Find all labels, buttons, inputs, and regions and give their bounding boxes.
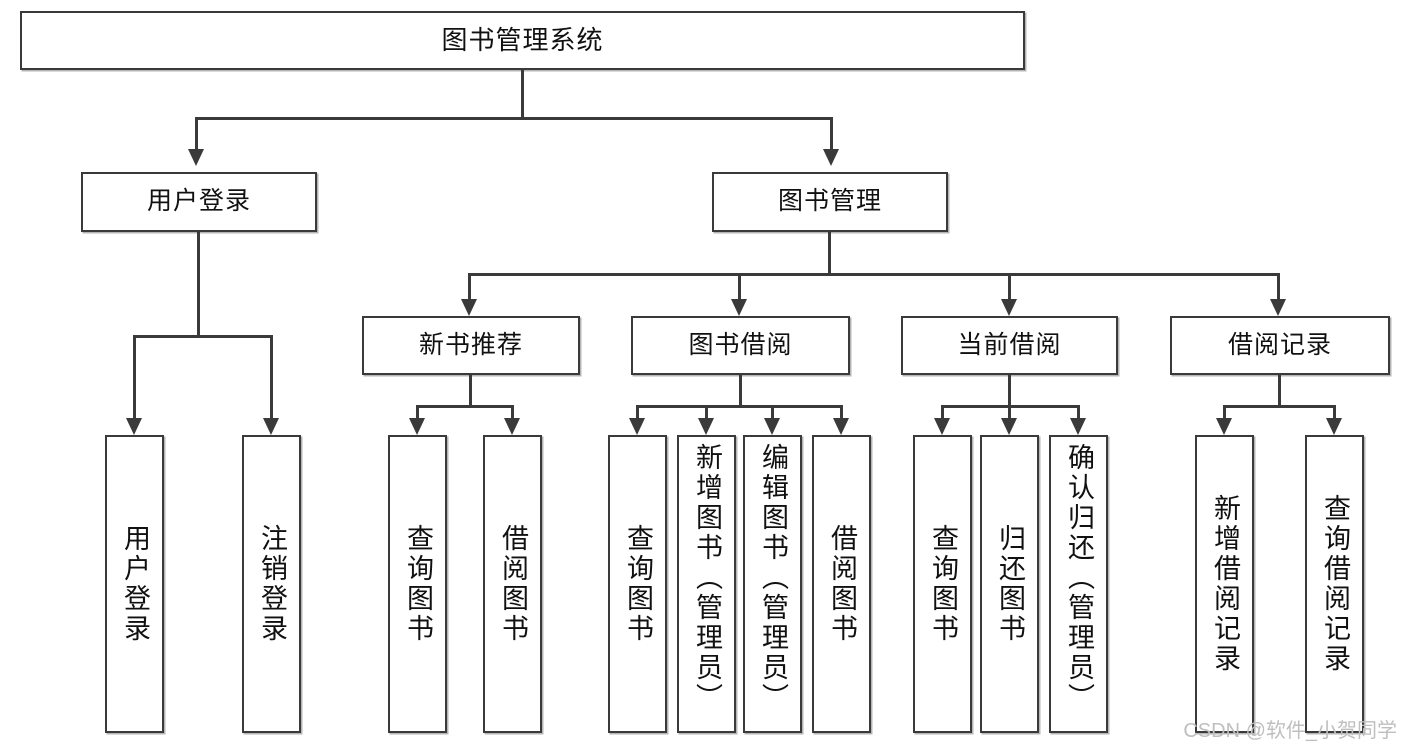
node-label: 确认归还（管理员） [1064, 443, 1094, 713]
node-new-book-recommend[interactable]: 新书推荐 [362, 316, 580, 375]
arrowhead-bb-leaf-2 [698, 418, 714, 435]
node-label: 图书借阅 [688, 330, 793, 359]
arrowhead-cb-leaf-1 [934, 418, 950, 435]
arrowhead-book-borrow [731, 299, 747, 316]
node-label: 查询图书 [928, 524, 958, 644]
connector-cb-child-3 [1077, 405, 1080, 418]
leaf-bb-add-book-admin[interactable]: 新增图书（管理员） [677, 435, 736, 733]
leaf-bb-borrow-book[interactable]: 借阅图书 [812, 435, 871, 733]
connector-bb-child-3 [771, 405, 774, 418]
connector-new-book-bus [416, 405, 514, 408]
arrowhead-cb-leaf-3 [1070, 418, 1086, 435]
connector-bb-child-1 [636, 405, 639, 418]
arrowhead-nb-leaf-1 [409, 418, 425, 435]
node-label: 编辑图书（管理员） [758, 443, 788, 713]
connector-user-login-bus [133, 335, 270, 338]
node-book-manage[interactable]: 图书管理 [712, 172, 948, 232]
node-label: 当前借阅 [957, 330, 1062, 359]
node-current-borrow[interactable]: 当前借阅 [901, 316, 1118, 375]
leaf-logout[interactable]: 注销登录 [242, 435, 301, 733]
connector-br-child-1 [1223, 405, 1226, 418]
arrowhead-leaf-user-login [126, 418, 142, 435]
node-label: 查询图书 [403, 524, 433, 644]
connector-user-login-child-2 [270, 335, 273, 418]
node-label: 注销登录 [257, 524, 287, 644]
connector-borrow-record-stem [1278, 375, 1281, 405]
node-root-system[interactable]: 图书管理系统 [20, 11, 1025, 70]
arrowhead-nb-leaf-2 [504, 418, 520, 435]
node-label: 查询借阅记录 [1320, 494, 1350, 674]
connector-to-book-manage [830, 117, 833, 149]
leaf-bb-query-book[interactable]: 查询图书 [608, 435, 667, 733]
arrowhead-current-borrow [1001, 299, 1017, 316]
connector-to-borrow-record [1277, 273, 1280, 299]
arrowhead-leaf-logout [263, 418, 279, 435]
arrowhead-book-manage [823, 149, 839, 166]
arrowhead-br-leaf-2 [1326, 418, 1342, 435]
connector-cb-child-2 [1008, 405, 1011, 418]
node-label: 新增图书（管理员） [692, 443, 722, 713]
connector-user-login-stem [197, 232, 200, 335]
arrowhead-cb-leaf-2 [1001, 418, 1017, 435]
node-label: 新书推荐 [418, 330, 523, 359]
leaf-cb-return-book[interactable]: 归还图书 [980, 435, 1039, 733]
node-label: 用户登录 [120, 524, 150, 644]
connector-to-user-login [195, 117, 198, 149]
leaf-cb-query-book[interactable]: 查询图书 [913, 435, 972, 733]
connector-bb-child-4 [840, 405, 843, 418]
connector-new-book-stem [469, 375, 472, 405]
node-label: 图书管理 [777, 187, 882, 216]
node-label: 查询图书 [623, 524, 653, 644]
connector-book-manage-stem [828, 232, 831, 273]
node-borrow-record[interactable]: 借阅记录 [1170, 316, 1390, 375]
leaf-br-query-record[interactable]: 查询借阅记录 [1305, 435, 1364, 733]
leaf-user-login[interactable]: 用户登录 [105, 435, 164, 733]
connector-to-book-borrow [738, 273, 741, 299]
arrowhead-bb-leaf-4 [833, 418, 849, 435]
node-label: 用户登录 [146, 187, 251, 216]
connector-bb-child-2 [705, 405, 708, 418]
connector-br-child-2 [1333, 405, 1336, 418]
node-label: 借阅图书 [827, 524, 857, 644]
node-label: 借阅记录 [1227, 330, 1332, 359]
connector-new-book-child-2 [511, 405, 514, 418]
arrowhead-user-login [188, 149, 204, 166]
leaf-nb-query-book[interactable]: 查询图书 [388, 435, 447, 733]
leaf-cb-confirm-return-admin[interactable]: 确认归还（管理员） [1049, 435, 1108, 733]
connector-new-book-child-1 [416, 405, 419, 418]
leaf-br-add-record[interactable]: 新增借阅记录 [1195, 435, 1254, 733]
connector-book-borrow-stem [739, 375, 742, 405]
node-label: 新增借阅记录 [1210, 494, 1240, 674]
connector-borrow-record-bus [1223, 405, 1336, 408]
arrowhead-new-book [461, 299, 477, 316]
arrowhead-bb-leaf-3 [764, 418, 780, 435]
connector-cb-child-1 [941, 405, 944, 418]
arrowhead-borrow-record [1270, 299, 1286, 316]
connector-current-borrow-stem [1008, 375, 1011, 405]
connector-user-login-child-1 [133, 335, 136, 418]
connector-root-bus [195, 117, 833, 120]
arrowhead-br-leaf-1 [1216, 418, 1232, 435]
connector-level3-bus [468, 273, 1280, 276]
node-user-login[interactable]: 用户登录 [81, 172, 317, 232]
connector-to-current-borrow [1008, 273, 1011, 299]
leaf-bb-edit-book-admin[interactable]: 编辑图书（管理员） [743, 435, 802, 733]
leaf-nb-borrow-book[interactable]: 借阅图书 [483, 435, 542, 733]
node-label: 归还图书 [995, 524, 1025, 644]
node-label: 图书管理系统 [441, 25, 604, 56]
connector-book-borrow-bus [636, 405, 843, 408]
arrowhead-bb-leaf-1 [629, 418, 645, 435]
connector-to-new-book [468, 273, 471, 299]
node-label: 借阅图书 [498, 524, 528, 644]
connector-root-stem [521, 70, 524, 117]
node-book-borrow[interactable]: 图书借阅 [631, 316, 850, 375]
